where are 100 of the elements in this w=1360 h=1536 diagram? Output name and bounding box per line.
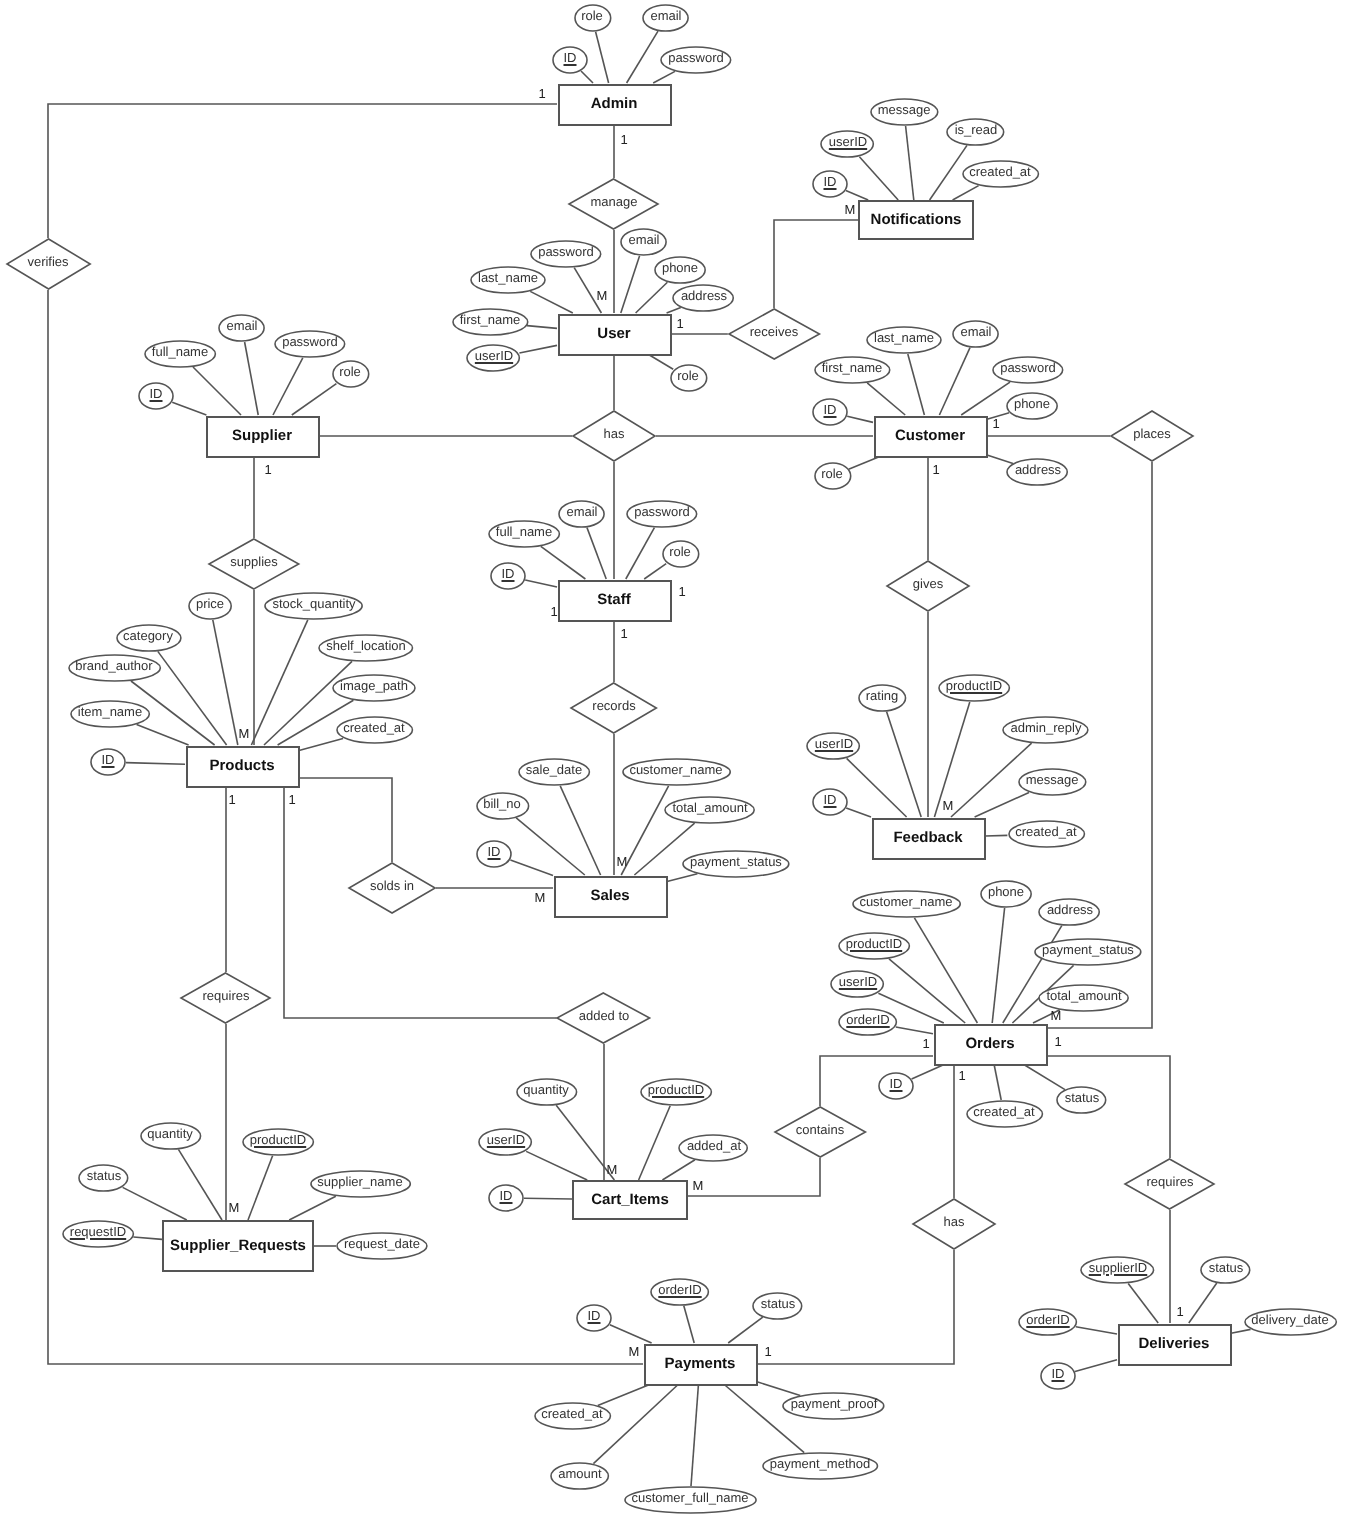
key-attribute-ellipse (241, 1128, 315, 1156)
key-attribute-ellipse (812, 398, 848, 426)
entity-box (557, 579, 671, 621)
attribute-ellipse (664, 796, 756, 824)
connector-line (665, 306, 682, 314)
attribute-ellipse (550, 1462, 610, 1490)
connector-line (643, 562, 667, 580)
attribute-ellipse (143, 340, 217, 368)
attribute-ellipse (669, 364, 707, 392)
attribute-ellipse (69, 700, 151, 728)
connector-line (597, 1384, 650, 1407)
relationship-diamond (773, 1106, 867, 1158)
connector-line (877, 992, 945, 1024)
connector-line (435, 887, 554, 889)
key-attribute-ellipse (1018, 1308, 1078, 1336)
connector-line (690, 1384, 700, 1487)
attribute-ellipse (623, 1486, 757, 1514)
connector-line (47, 103, 558, 239)
connector-line (991, 907, 1006, 1024)
attribute-ellipse (1034, 938, 1142, 966)
connector-line (1046, 461, 1153, 1029)
connector-line (652, 70, 676, 84)
connector-line (888, 958, 966, 1024)
attribute-ellipse (309, 1170, 411, 1198)
connector-line (819, 1055, 934, 1107)
connector-line (318, 435, 573, 437)
connector-line (1011, 964, 1075, 1024)
key-attribute-ellipse (820, 130, 876, 158)
attribute-ellipse (621, 758, 731, 786)
entity-box (553, 875, 667, 917)
attribute-ellipse (1006, 458, 1070, 486)
connector-line (927, 611, 929, 818)
relationship-diamond (1124, 1158, 1216, 1210)
connector-line (177, 1148, 223, 1221)
attribute-ellipse (1038, 984, 1130, 1012)
connector-line (559, 785, 602, 876)
connector-line (846, 415, 874, 424)
key-attribute-ellipse (478, 1128, 534, 1156)
connector-line (594, 31, 610, 84)
attribute-ellipse (336, 1232, 428, 1260)
attribute-ellipse (782, 1392, 886, 1420)
connector-line (885, 711, 922, 818)
connector-line (950, 742, 1033, 818)
attribute-ellipse (332, 674, 416, 702)
connector-line (670, 333, 729, 335)
connector-line (986, 412, 1010, 420)
connector-line (613, 354, 615, 411)
connector-line (648, 354, 674, 370)
connector-line (613, 620, 615, 683)
connector-line (625, 526, 656, 580)
connector-line (130, 680, 216, 746)
connector-line (773, 219, 859, 309)
relationship-diamond (572, 410, 656, 462)
connector-line (573, 266, 603, 314)
attribute-ellipse (558, 500, 606, 528)
connector-line (171, 401, 208, 416)
attribute-ellipse (264, 592, 364, 620)
attribute-ellipse (678, 1134, 750, 1162)
key-attribute-ellipse (490, 562, 526, 590)
connector-line (683, 1305, 695, 1344)
attribute-ellipse (274, 330, 346, 358)
entity-box (572, 1180, 688, 1220)
key-attribute-ellipse (639, 1078, 713, 1106)
connector-line (250, 619, 309, 746)
attribute-ellipse (1243, 1308, 1337, 1336)
entity-box (873, 415, 987, 457)
connector-line (313, 1245, 337, 1247)
relationship-diamond (180, 972, 272, 1024)
connector-line (518, 344, 558, 354)
key-attribute-ellipse (812, 788, 848, 816)
key-attribute-ellipse (576, 1304, 612, 1332)
connector-line (192, 366, 242, 416)
entity-box (871, 817, 985, 859)
key-attribute-ellipse (552, 46, 588, 74)
attribute-ellipse (335, 716, 413, 744)
connector-line (288, 1195, 337, 1221)
entity-box (557, 83, 671, 125)
connector-line (845, 807, 872, 818)
connector-line (661, 1159, 696, 1181)
connector-line (613, 229, 615, 314)
attribute-ellipse (866, 326, 942, 354)
key-attribute-ellipse (61, 1220, 135, 1248)
relationship-diamond (1110, 410, 1194, 462)
attribute-ellipse (470, 266, 546, 294)
attribute-ellipse (67, 654, 161, 682)
connector-line (613, 461, 615, 580)
connector-line (580, 70, 594, 84)
connector-line (904, 125, 915, 201)
relationship-diamond (208, 538, 300, 590)
relationship-diamond (568, 178, 660, 230)
connector-line (291, 382, 338, 416)
connector-line (986, 454, 1014, 465)
attribute-ellipse (965, 1100, 1043, 1128)
attribute-ellipse (672, 284, 736, 312)
entity-box (643, 1343, 757, 1385)
relationship-diamond (5, 238, 91, 290)
connector-line (298, 737, 344, 752)
key-attribute-ellipse (878, 1072, 914, 1100)
connector-line (47, 289, 644, 1365)
connector-line (724, 1384, 805, 1454)
